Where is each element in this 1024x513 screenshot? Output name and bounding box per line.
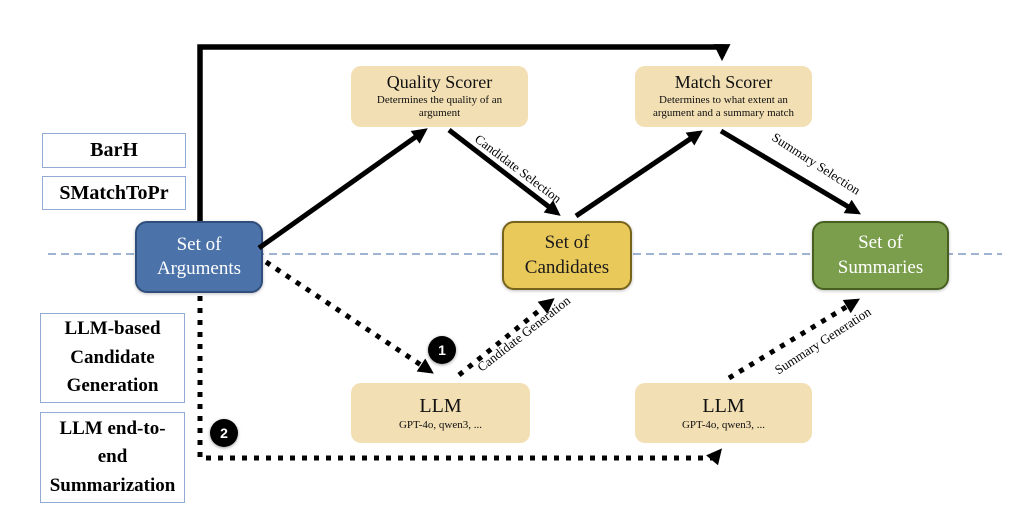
llm-summary-title: LLM [702,394,745,417]
edge-label-candidate-selection: Candidate Selection [472,131,565,206]
legend-llm-candidate-generation: LLM-based Candidate Generation [40,313,185,403]
arrow-candidates-to-matchscorer [574,130,703,219]
legend-llm-end-to-end: LLM end-to- end Summarization [40,412,185,503]
arrow-arguments-to-qualityscorer [257,128,428,251]
legend-barh-label: BarH [90,139,138,161]
legend-smatchtopr: SMatchToPr [42,176,186,210]
dotted-arrow-arguments-to-llm1 [264,259,434,374]
node-llm-summary-generator: LLM GPT-4o, qwen3, ... [635,383,812,443]
node-set-of-candidates: Set of Candidates [502,221,632,290]
match-scorer-title: Match Scorer [674,71,773,92]
node-set-of-arguments: Set of Arguments [135,221,263,293]
edge-label-summary-generation: Summary Generation [771,303,874,378]
llm-candidate-title: LLM [419,394,462,417]
node-set-of-candidates-label: Set of Candidates [524,232,610,278]
node-llm-candidate-generator: LLM GPT-4o, qwen3, ... [351,383,530,443]
llm-candidate-subtitle: GPT-4o, qwen3, ... [398,418,482,431]
edge-label-summary-selection: Summary Selection [769,129,864,198]
legend-llm-candidate-generation-label: LLM-based Candidate Generation [64,318,161,397]
route-badge-1: 1 [428,336,456,364]
node-set-of-arguments-label: Set of Arguments [156,233,242,279]
route-badge-2: 2 [210,419,238,447]
node-match-scorer: Match Scorer Determines to what extent a… [635,66,812,127]
edge-label-candidate-generation: Candidate Generation [474,292,574,375]
llm-summary-subtitle: GPT-4o, qwen3, ... [681,418,765,431]
legend-barh: BarH [42,133,186,168]
legend-smatchtopr-label: SMatchToPr [59,181,169,204]
quality-scorer-title: Quality Scorer [386,71,493,92]
arrow-qualityscorer-to-candidates [447,128,561,216]
quality-scorer-subtitle: Determines the quality of an argument [376,94,503,120]
node-quality-scorer: Quality Scorer Determines the quality of… [351,66,528,127]
node-set-of-summaries: Set of Summaries [812,221,949,290]
node-set-of-summaries-label: Set of Summaries [837,232,924,278]
match-scorer-subtitle: Determines to what extent an argument an… [653,94,794,120]
legend-llm-end-to-end-label: LLM end-to- end Summarization [49,417,176,496]
